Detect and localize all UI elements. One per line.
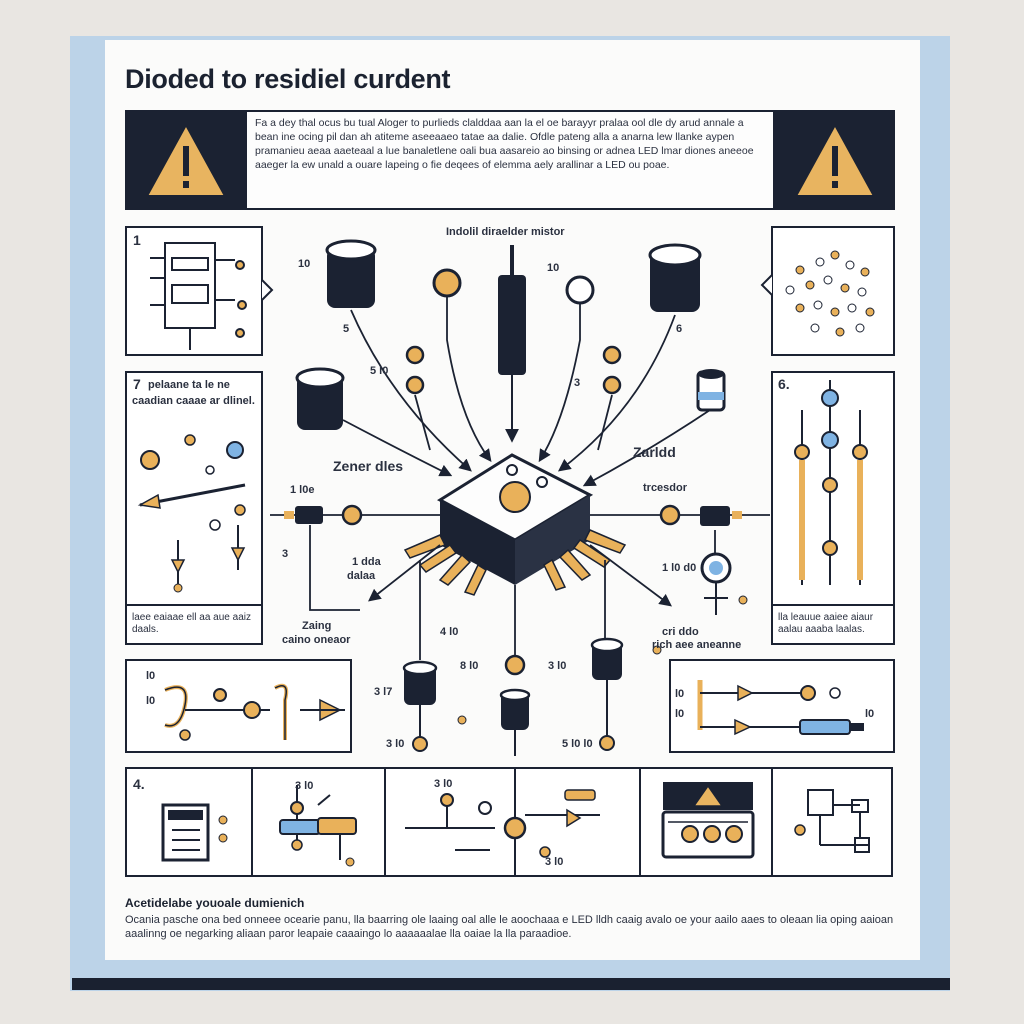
bottom-panel-3 [405, 789, 600, 858]
bottom-panel-5 [794, 789, 870, 853]
value-label: 6 [676, 323, 683, 335]
led-right [700, 552, 748, 615]
footer-heading: Acetidelabe youoale dumienich [125, 896, 305, 910]
capacitor-lower-right [590, 637, 624, 751]
value-label: 1 l0e [290, 484, 315, 496]
panel-1 [125, 226, 274, 356]
value-label: l0 [675, 708, 685, 720]
warning-icon [145, 122, 227, 197]
value-label: l0 [865, 708, 875, 720]
panel-number-7: 7 [133, 376, 141, 392]
panel-6 [771, 371, 895, 645]
sheet-bottom-edge [72, 978, 950, 990]
value-label: 4 l0 [440, 626, 459, 638]
panel7-sub: caadian caaae ar dlinel. [132, 395, 255, 407]
capacitor-lower-left [402, 660, 438, 752]
resistor-right [659, 504, 742, 526]
rich-label: rich aee aneanne [652, 639, 742, 651]
value-label: l0 [675, 688, 685, 700]
panel-7 [125, 371, 263, 645]
pin [565, 275, 595, 305]
capacitor-top-right [648, 243, 702, 312]
value-label: l0 [146, 695, 156, 707]
warning-icon [692, 784, 724, 807]
bottom-panel-2 [279, 785, 357, 867]
value-label: 5 l0 [370, 365, 389, 377]
panel6-note: lla leauue aaiee aiaur aalau aaaba laala… [778, 612, 874, 635]
pin [432, 268, 462, 298]
bottom-panel-4 [661, 782, 755, 859]
panel-number-4: 4. [133, 776, 145, 792]
pin [602, 375, 622, 395]
zener-label: Zener dles [333, 458, 404, 474]
capacitor-left [295, 367, 345, 430]
panel-lower-left [125, 659, 352, 753]
panel7-note: laee eaiaae ell aa aue aaiz daals. [132, 612, 251, 635]
capacitor-top-left [325, 239, 377, 308]
value-label: 5 [343, 323, 350, 335]
page-title: Dioded to residiel curdent [125, 64, 451, 94]
zaing-label: Zaing [302, 620, 332, 632]
pin [405, 345, 425, 365]
value-label: 3 l7 [374, 686, 393, 698]
value-label: 3 l0 [434, 778, 453, 790]
ic-chip [403, 453, 627, 596]
caino-label: caino oneaor [282, 634, 351, 646]
value-label: 10 [298, 258, 311, 270]
panel-number-1: 1 [133, 232, 141, 248]
value-label: 1 l0 d0 [662, 562, 697, 574]
trcesdor-label: trcesdor [643, 482, 688, 494]
value-label: 3 [282, 548, 289, 560]
value-label: 3 l0 [545, 856, 564, 868]
value-label: 10 [547, 262, 560, 274]
center-title-label: Indolil diraelder mistor [446, 226, 565, 238]
pin [602, 345, 622, 365]
panel-dots [760, 226, 895, 356]
warning-text: Fa a dey thal ocus bu tual Aloger to pur… [255, 117, 754, 171]
dot [652, 645, 662, 655]
footer-body: Ocania pasche ona bed onneee ocearie pan… [125, 914, 894, 940]
pin [405, 375, 425, 395]
zarldd-label: Zarldd [633, 444, 676, 460]
dot [457, 715, 467, 725]
value-label: 5 l0 l0 [562, 738, 593, 750]
capacitor-lower-mid [499, 654, 531, 756]
value-label: 3 l0 [548, 660, 567, 672]
value-label: 8 l0 [460, 660, 479, 672]
panel-number-6: 6. [778, 376, 790, 392]
warning-icon [794, 122, 876, 197]
value-label: l0 [146, 670, 156, 682]
panel-lower-right [669, 659, 895, 753]
value-label: 3 l0 [295, 780, 314, 792]
value-label: 1 dda [352, 556, 381, 568]
cri-label: cri ddo [662, 626, 699, 638]
panel7-text: pelaane ta le ne [148, 379, 230, 391]
value-label: 3 l0 [386, 738, 405, 750]
value-label: 3 [574, 377, 581, 389]
warning-banner [125, 110, 895, 210]
capacitor-small-right [696, 369, 726, 412]
bottom-panel-1 [161, 803, 228, 862]
probe-top [498, 245, 526, 443]
resistor-left [284, 504, 363, 526]
value-label: dalaa [347, 570, 376, 582]
